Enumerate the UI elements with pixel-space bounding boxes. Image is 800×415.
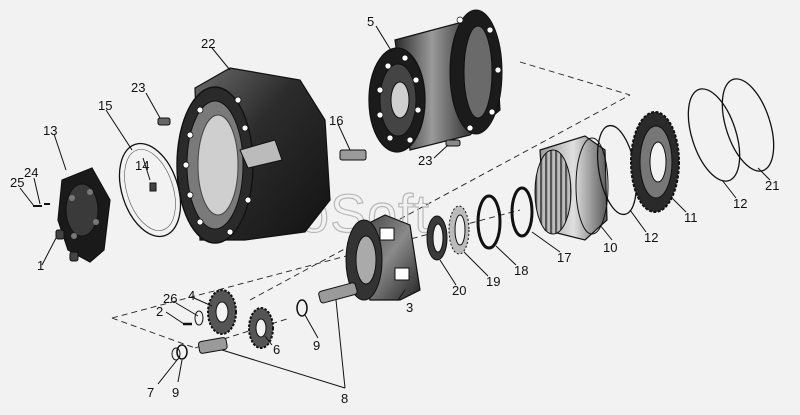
- part-16-stud: [339, 149, 367, 161]
- leader-lines: [19, 25, 771, 389]
- callout-14: 14: [135, 158, 149, 173]
- callout-15: 15: [98, 98, 112, 113]
- callout-19: 19: [486, 274, 500, 289]
- part-1-nuts: [55, 229, 79, 262]
- callout-18: 18: [514, 263, 528, 278]
- callout-8: 8: [341, 391, 348, 406]
- callout-3: 3: [406, 300, 413, 315]
- callout-4: 4: [188, 288, 195, 303]
- callout-23-bottom: 23: [418, 153, 432, 168]
- part-26-washer: [194, 310, 204, 326]
- part-12-large-ring: [687, 88, 741, 182]
- part-23-bolt-bottom: [445, 139, 461, 147]
- callout-9-right: 9: [313, 338, 320, 353]
- callout-11: 11: [684, 210, 698, 225]
- callout-17: 17: [557, 250, 571, 265]
- part-18-ring: [476, 194, 502, 250]
- part-21-large-ring: [721, 78, 775, 172]
- part-11-hub-gear: [630, 111, 680, 213]
- part-24-25-bolts: [33, 203, 50, 207]
- callout-20: 20: [452, 283, 466, 298]
- part-17-ring: [510, 186, 534, 238]
- part-7-ring: [171, 347, 181, 361]
- callout-7: 7: [147, 385, 154, 400]
- callout-25: 25: [10, 175, 24, 190]
- part-9-washer-right: [296, 299, 308, 317]
- callout-26: 26: [163, 291, 177, 306]
- part-15-gasket: [118, 142, 182, 238]
- callout-21: 21: [765, 178, 779, 193]
- part-10-ring-gear: [534, 135, 609, 241]
- part-8-axles: [197, 282, 358, 354]
- callout-13: 13: [43, 123, 57, 138]
- part-14-screw: [149, 182, 157, 192]
- callout-9-left: 9: [172, 385, 179, 400]
- callout-24: 24: [24, 165, 38, 180]
- part-5-hub: [368, 9, 503, 153]
- callout-5: 5: [367, 14, 374, 29]
- callout-labels: 1 2 3 4 5 6 7 8 9 9 10 11 12 12 13 14 15…: [10, 14, 779, 406]
- assembly-axis-dashed: [111, 61, 631, 349]
- callout-12-inner: 12: [644, 230, 658, 245]
- callout-22: 22: [201, 36, 215, 51]
- part-4-planet-gear: [207, 289, 237, 335]
- callout-16: 16: [329, 113, 343, 128]
- part-23-bolt-top: [157, 117, 171, 126]
- callout-10: 10: [603, 240, 617, 255]
- callout-1: 1: [37, 258, 44, 273]
- part-22-drum-housing: [176, 67, 331, 244]
- part-9-washer-left: [176, 344, 188, 360]
- callout-12-outer: 12: [733, 196, 747, 211]
- part-13-cover: [57, 167, 111, 263]
- part-3-planet-carrier: [345, 214, 421, 301]
- callout-2: 2: [156, 304, 163, 319]
- callout-6: 6: [273, 342, 280, 357]
- callout-23-top: 23: [131, 80, 145, 95]
